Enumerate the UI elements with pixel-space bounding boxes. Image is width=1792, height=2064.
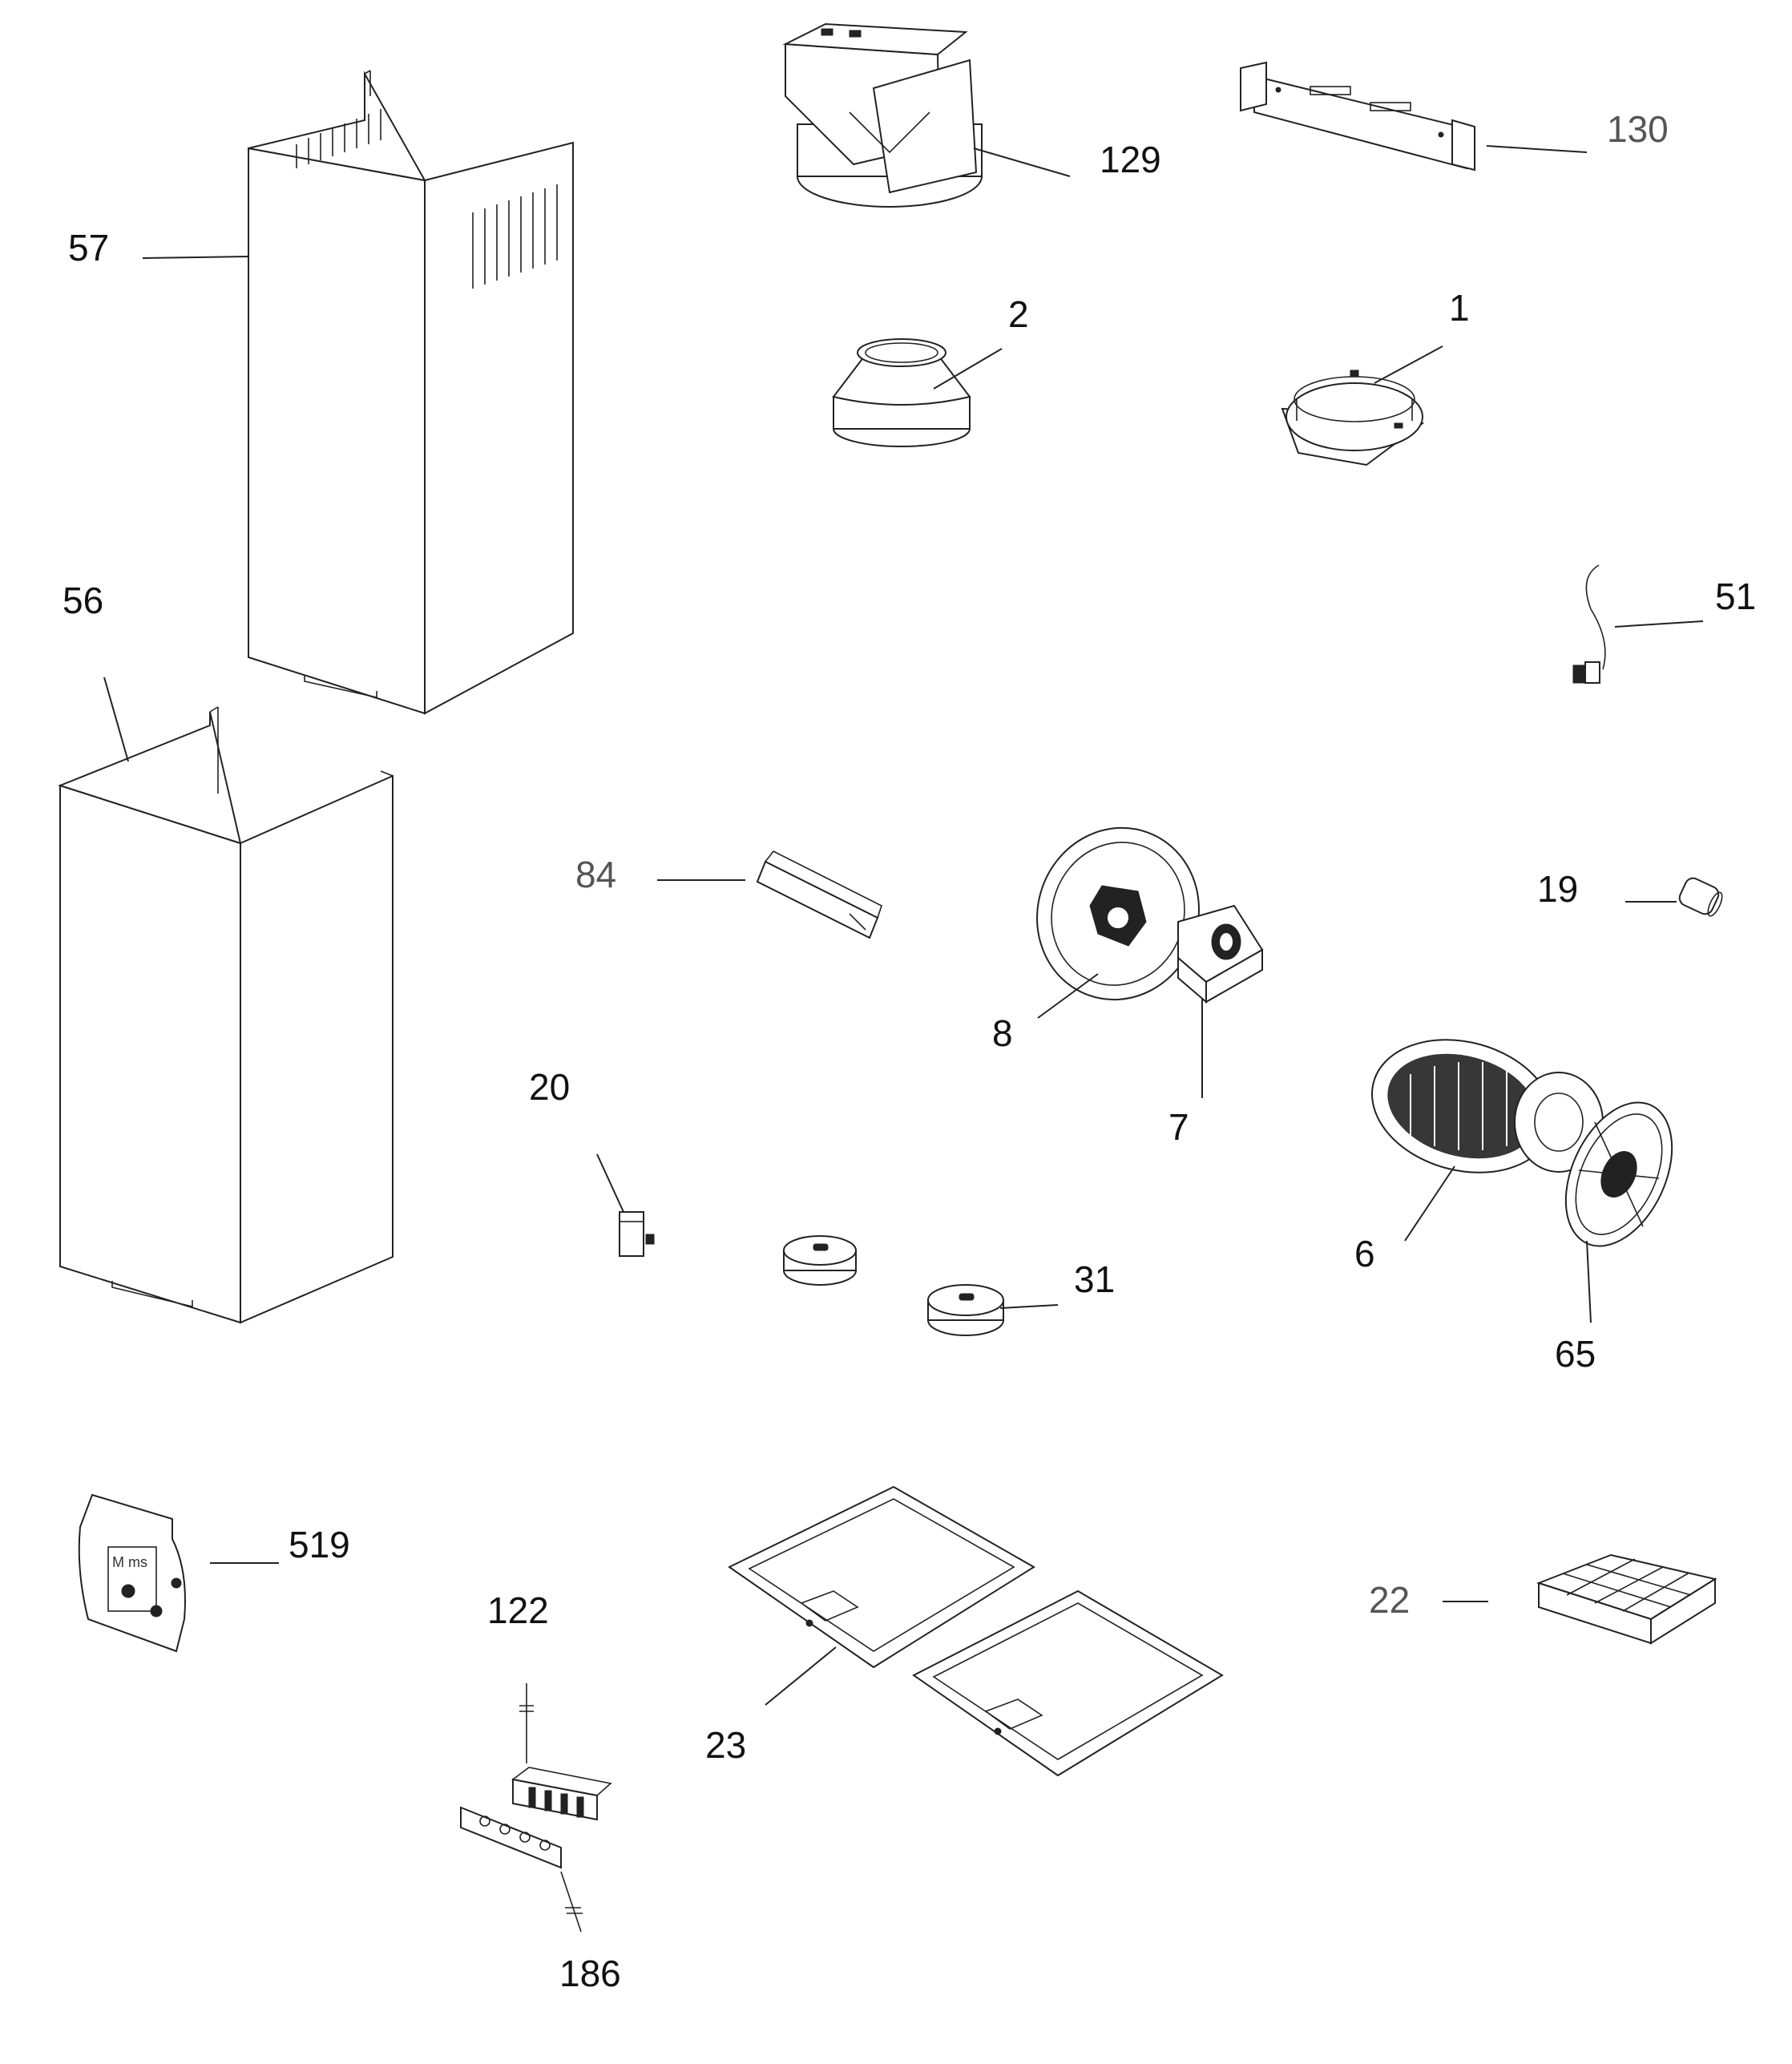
part-31-knob-right bbox=[927, 1284, 1004, 1336]
part-186-keypad bbox=[460, 1806, 583, 1933]
callout-31: 31 bbox=[1074, 1258, 1115, 1300]
leader-lines bbox=[103, 145, 1704, 1706]
part-51-power-cord bbox=[1572, 564, 1606, 684]
callout-8: 8 bbox=[992, 1012, 1013, 1054]
callout-20: 20 bbox=[529, 1066, 570, 1108]
part-20-switch bbox=[619, 1211, 655, 1257]
callout-6: 6 bbox=[1354, 1233, 1375, 1274]
part-84-clip-bracket bbox=[756, 850, 882, 939]
part-2-duct-collar bbox=[832, 338, 971, 447]
part-1-damper-ring bbox=[1281, 370, 1425, 467]
vent-slots-57-back bbox=[296, 109, 381, 168]
part-65-inlet-ring bbox=[1564, 1101, 1673, 1247]
part-31-knob-left bbox=[783, 1235, 857, 1286]
callout-1: 1 bbox=[1449, 287, 1470, 329]
blower-blades bbox=[1410, 1062, 1507, 1150]
vent-slots-57-side bbox=[472, 184, 558, 289]
part-8-motor-plate bbox=[1036, 826, 1200, 1001]
charcoal-filter-grid bbox=[1562, 1558, 1692, 1612]
callout-57: 57 bbox=[68, 227, 109, 269]
part-19-cylinder-part bbox=[1678, 877, 1723, 917]
part-23-grease-filter-right bbox=[912, 1589, 1224, 1777]
callout-19: 19 bbox=[1537, 868, 1578, 910]
part-7-motor bbox=[1177, 904, 1264, 1004]
callout-519: 519 bbox=[289, 1524, 350, 1565]
callout-56: 56 bbox=[63, 580, 103, 621]
callout-129: 129 bbox=[1100, 139, 1161, 180]
part-22-charcoal-filter bbox=[1536, 1553, 1717, 1645]
part-56-lower-chimney-cover bbox=[58, 706, 394, 1324]
part-129-duct-adapter bbox=[782, 22, 983, 208]
part-57-upper-chimney-cover bbox=[248, 70, 574, 715]
part-23-grease-filter-left bbox=[728, 1485, 1035, 1669]
callout-7: 7 bbox=[1168, 1106, 1189, 1148]
callout-186: 186 bbox=[559, 1953, 621, 1994]
callout-22: 22 bbox=[1369, 1579, 1410, 1621]
part-130-mounting-bracket bbox=[1240, 61, 1475, 172]
part-519-hardware-bag: M ms bbox=[78, 1493, 186, 1653]
part-6-blower-wheel bbox=[1371, 1039, 1604, 1173]
callout-23: 23 bbox=[705, 1724, 746, 1766]
callout-51: 51 bbox=[1715, 576, 1756, 617]
callout-65: 65 bbox=[1555, 1333, 1596, 1375]
callout-labels: 57 56 129 130 2 1 51 84 8 7 19 20 6 65 3… bbox=[63, 108, 1756, 1994]
bag-label: M ms bbox=[112, 1554, 147, 1570]
callout-84: 84 bbox=[575, 854, 616, 895]
callout-122: 122 bbox=[487, 1589, 549, 1631]
callout-2: 2 bbox=[1008, 293, 1029, 335]
callout-130: 130 bbox=[1607, 108, 1669, 150]
part-122-control-board bbox=[511, 1683, 612, 1821]
